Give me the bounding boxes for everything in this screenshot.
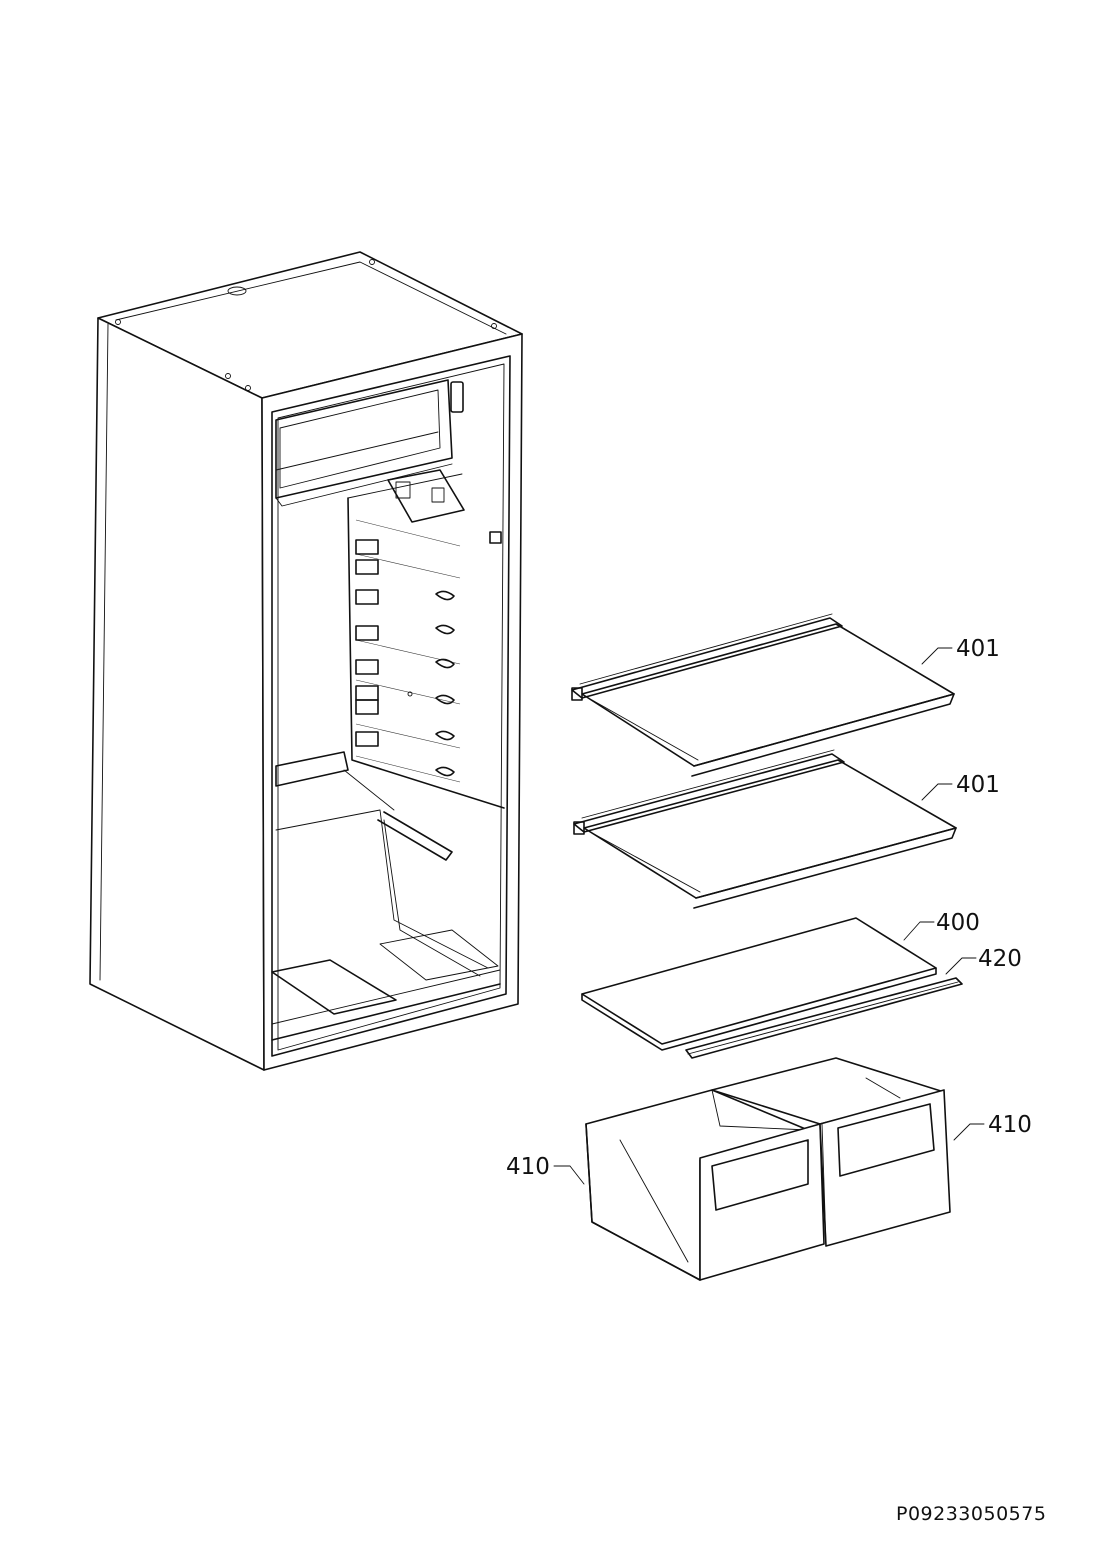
callout-410-right: 410	[988, 1112, 1032, 1138]
glass-plate	[581, 917, 937, 1051]
leader-lines	[553, 647, 985, 1185]
shelf-support-tabs	[435, 590, 455, 777]
glass-shelf-upper	[571, 613, 955, 777]
callout-400: 400	[936, 910, 980, 936]
drawing-code: P09233050575	[896, 1503, 1046, 1525]
callout-410-left: 410	[506, 1154, 550, 1180]
refrigerator-cabinet	[89, 251, 523, 1071]
shelf-support-ribs	[355, 539, 379, 747]
trim-strip	[685, 977, 963, 1059]
callout-401-upper: 401	[956, 636, 1000, 662]
callout-420: 420	[978, 946, 1022, 972]
glass-shelf-lower	[573, 749, 957, 909]
callout-401-lower: 401	[956, 772, 1000, 798]
crisper-drawers	[585, 1057, 951, 1281]
